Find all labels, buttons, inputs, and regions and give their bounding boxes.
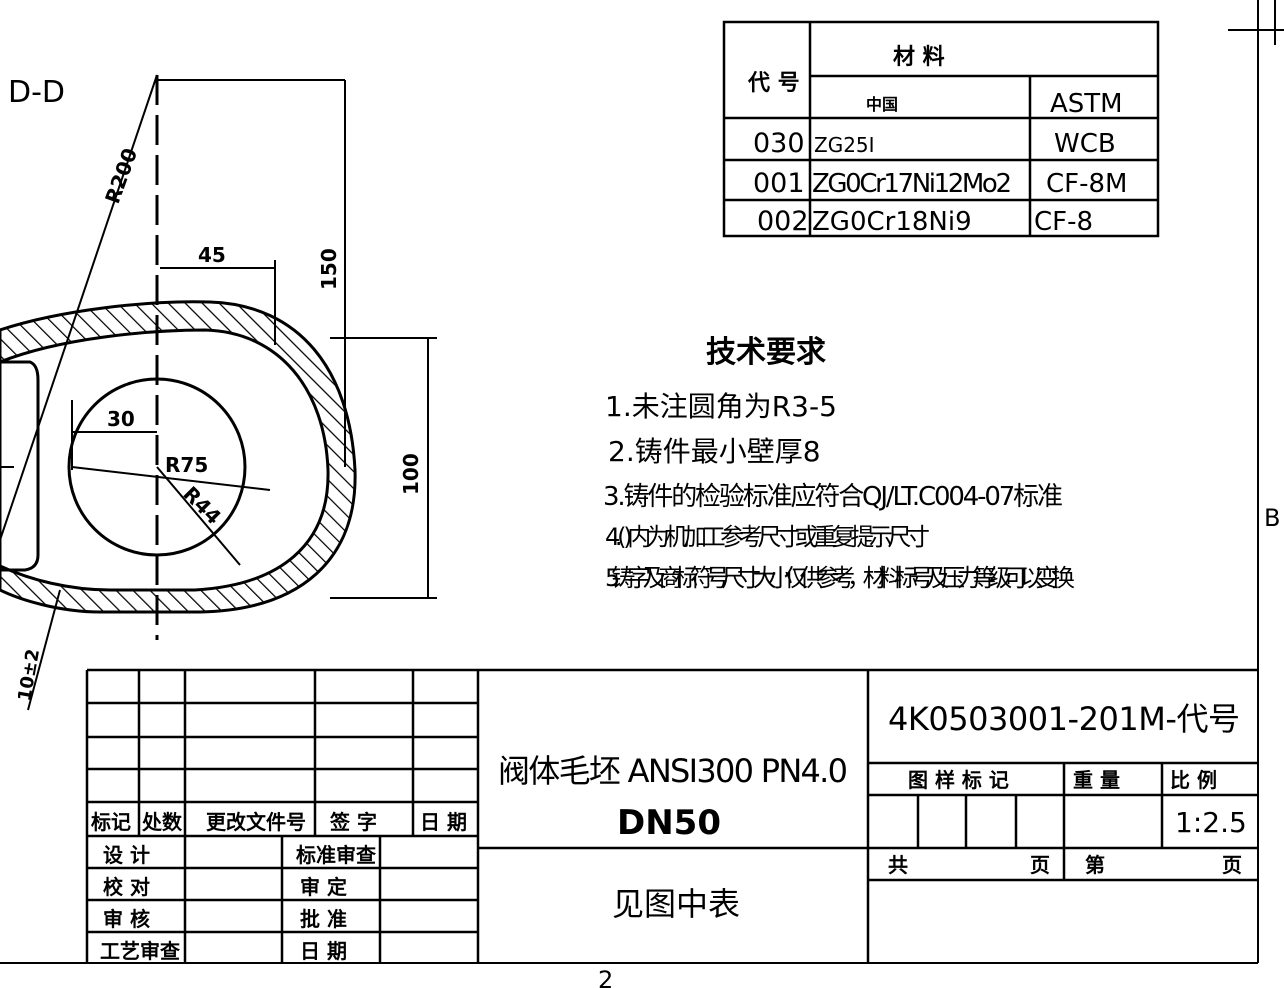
row-astm: CF-8	[1034, 207, 1093, 237]
sheet-border	[0, 0, 1284, 964]
label-date: 日 期	[300, 939, 347, 963]
row-astm: CF-8M	[1046, 169, 1127, 199]
rev-header-count: 处数	[141, 810, 183, 834]
section-view-label: D-D	[8, 75, 65, 110]
tech-req-item: 2.铸件最小壁厚8	[608, 435, 821, 468]
rev-header-date: 日 期	[420, 810, 467, 834]
dim-r75: R75	[165, 453, 208, 477]
title-block-grid	[85, 668, 1258, 963]
rev-header-doc: 更改文件号	[206, 810, 306, 834]
row-china: ZG25I	[814, 133, 875, 157]
materials-row: 030 ZG25I WCB	[753, 128, 1116, 159]
header-weight: 重 量	[1073, 768, 1120, 792]
header-scale: 比 例	[1170, 768, 1217, 792]
label-process: 工艺审查	[100, 939, 180, 963]
part-name: 阀体毛坯 ANSI300 PN4.0	[498, 752, 848, 790]
row-code: 030	[753, 128, 805, 159]
page-label: 页	[1030, 853, 1050, 877]
label-check: 校 对	[103, 875, 150, 899]
materials-table	[722, 20, 1160, 238]
dim-45: 45	[198, 243, 226, 267]
dim-10: 10±2	[14, 647, 44, 703]
tech-req-item: 1.未注圆角为R3-5	[605, 390, 837, 423]
dim-100: 100	[399, 453, 423, 495]
dim-r200: R200	[100, 145, 142, 207]
label-authorize: 批 准	[300, 907, 347, 931]
part-section	[0, 75, 357, 640]
header-china: 中国	[866, 95, 898, 114]
tech-req-item: 5.铸字及商标符号尺寸大小仅供参考，材料标号及压力等级可以变换	[605, 564, 1075, 592]
label-design: 设 计	[103, 843, 150, 867]
row-china: ZG0Cr18Ni9	[812, 207, 972, 237]
tech-req-item: 3.铸件的检验标准应符合QJ/LT.C004-07标准	[603, 482, 1063, 512]
tech-req-item: 4.( )内为机加工参考尺寸或重复提示尺寸	[605, 523, 930, 551]
header-material: 材 料	[893, 45, 945, 70]
header-drawing-mark: 图 样 标 记	[908, 768, 1009, 792]
materials-row: 001 ZG0Cr17Ni12Mo2 CF-8M	[753, 168, 1127, 199]
dim-30: 30	[107, 407, 135, 431]
header-astm: ASTM	[1050, 89, 1123, 119]
label-std-review: 标准审查	[296, 843, 376, 867]
drawing-number: 4K0503001-201M-代号	[888, 700, 1240, 738]
sheet-label: 第	[1085, 853, 1105, 877]
part-size: DN50	[617, 803, 721, 843]
row-code: 002	[757, 206, 809, 237]
header-code: 代 号	[747, 71, 800, 96]
rev-header-sign: 签 字	[329, 810, 377, 834]
row-astm: WCB	[1054, 129, 1116, 159]
rev-header-mark: 标记	[91, 810, 131, 834]
dim-150: 150	[317, 248, 341, 290]
label-approve: 审 定	[300, 875, 347, 899]
materials-row: 002 ZG0Cr18Ni9 CF-8	[757, 206, 1093, 237]
dimension-lines	[0, 74, 437, 711]
zone-letter: B	[1264, 504, 1280, 532]
label-review: 审 核	[103, 907, 150, 931]
total-label: 共	[888, 853, 908, 877]
tech-req-title: 技术要求	[706, 335, 826, 370]
zone-number: 2	[598, 966, 613, 988]
row-code: 001	[753, 168, 805, 199]
scale-value: 1:2.5	[1175, 806, 1247, 839]
row-china: ZG0Cr17Ni12Mo2	[812, 169, 1012, 199]
material-note: 见图中表	[612, 885, 740, 923]
page-label-2: 页	[1222, 853, 1242, 877]
